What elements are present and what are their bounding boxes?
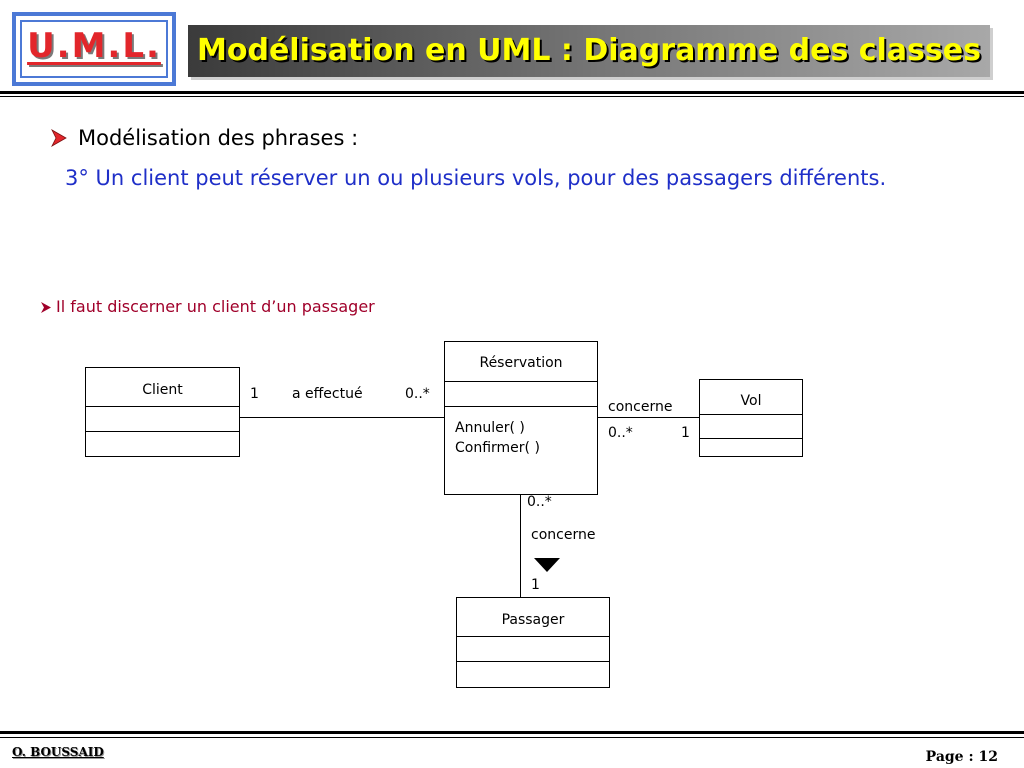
association-line-reservation-vol bbox=[597, 417, 700, 418]
class-client-name: Client bbox=[142, 382, 183, 398]
bullet-note-text: Il faut discerner un client d’un passage… bbox=[56, 297, 375, 316]
operation-annuler: Annuler( ) bbox=[455, 420, 525, 436]
header-rule-thin bbox=[0, 96, 1024, 97]
logo: U.M.L. bbox=[12, 12, 176, 86]
association-name-concerne-vol: concerne bbox=[608, 399, 673, 415]
title-bar: Modélisation en UML : Diagramme des clas… bbox=[188, 25, 990, 77]
author: O. BOUSSAID bbox=[12, 745, 104, 759]
multiplicity-client: 1 bbox=[250, 386, 259, 402]
association-line-client-reservation bbox=[239, 417, 445, 418]
header-rule bbox=[0, 91, 1024, 94]
footer-rule-thin bbox=[0, 737, 1024, 738]
class-reservation-operations bbox=[445, 406, 597, 407]
class-vol-operations bbox=[700, 438, 802, 439]
slide-title: Modélisation en UML : Diagramme des clas… bbox=[197, 33, 981, 68]
arrowhead-bullet-icon bbox=[41, 302, 51, 313]
multiplicity-vol: 1 bbox=[681, 425, 690, 441]
class-vol-name: Vol bbox=[740, 393, 762, 409]
class-client-operations bbox=[86, 431, 239, 432]
arrowhead-bullet-icon bbox=[51, 128, 67, 148]
multiplicity-reservation-client: 0..* bbox=[405, 386, 430, 402]
association-name-concerne-passager: concerne bbox=[531, 527, 596, 543]
logo-text: U.M.L. bbox=[27, 26, 161, 66]
footer-rule bbox=[0, 731, 1024, 734]
class-passager-name: Passager bbox=[501, 612, 565, 628]
triangle-down-icon bbox=[534, 558, 560, 572]
association-line-reservation-passager bbox=[520, 494, 521, 598]
class-passager: Passager bbox=[456, 597, 610, 688]
class-reservation-attributes bbox=[445, 381, 597, 382]
logo-frame bbox=[20, 20, 168, 78]
class-passager-operations bbox=[457, 661, 609, 662]
operation-confirmer: Confirmer( ) bbox=[455, 440, 540, 456]
multiplicity-reservation-passager: 0..* bbox=[527, 494, 552, 510]
bullet-main-text: Modélisation des phrases : bbox=[78, 126, 359, 150]
class-passager-attributes bbox=[457, 636, 609, 637]
class-vol: Vol bbox=[699, 379, 803, 457]
class-client-attributes bbox=[86, 406, 239, 407]
multiplicity-reservation-vol: 0..* bbox=[608, 425, 633, 441]
class-reservation: Réservation Annuler( ) Confirmer( ) bbox=[444, 341, 598, 495]
class-client: Client bbox=[85, 367, 240, 457]
class-reservation-name: Réservation bbox=[479, 355, 563, 371]
page-number: Page : 12 bbox=[925, 749, 998, 765]
multiplicity-passager: 1 bbox=[531, 577, 540, 593]
class-vol-attributes bbox=[700, 414, 802, 415]
association-name-a-effectue: a effectué bbox=[292, 386, 363, 402]
sentence-text: 3° Un client peut réserver un ou plusieu… bbox=[65, 166, 887, 190]
